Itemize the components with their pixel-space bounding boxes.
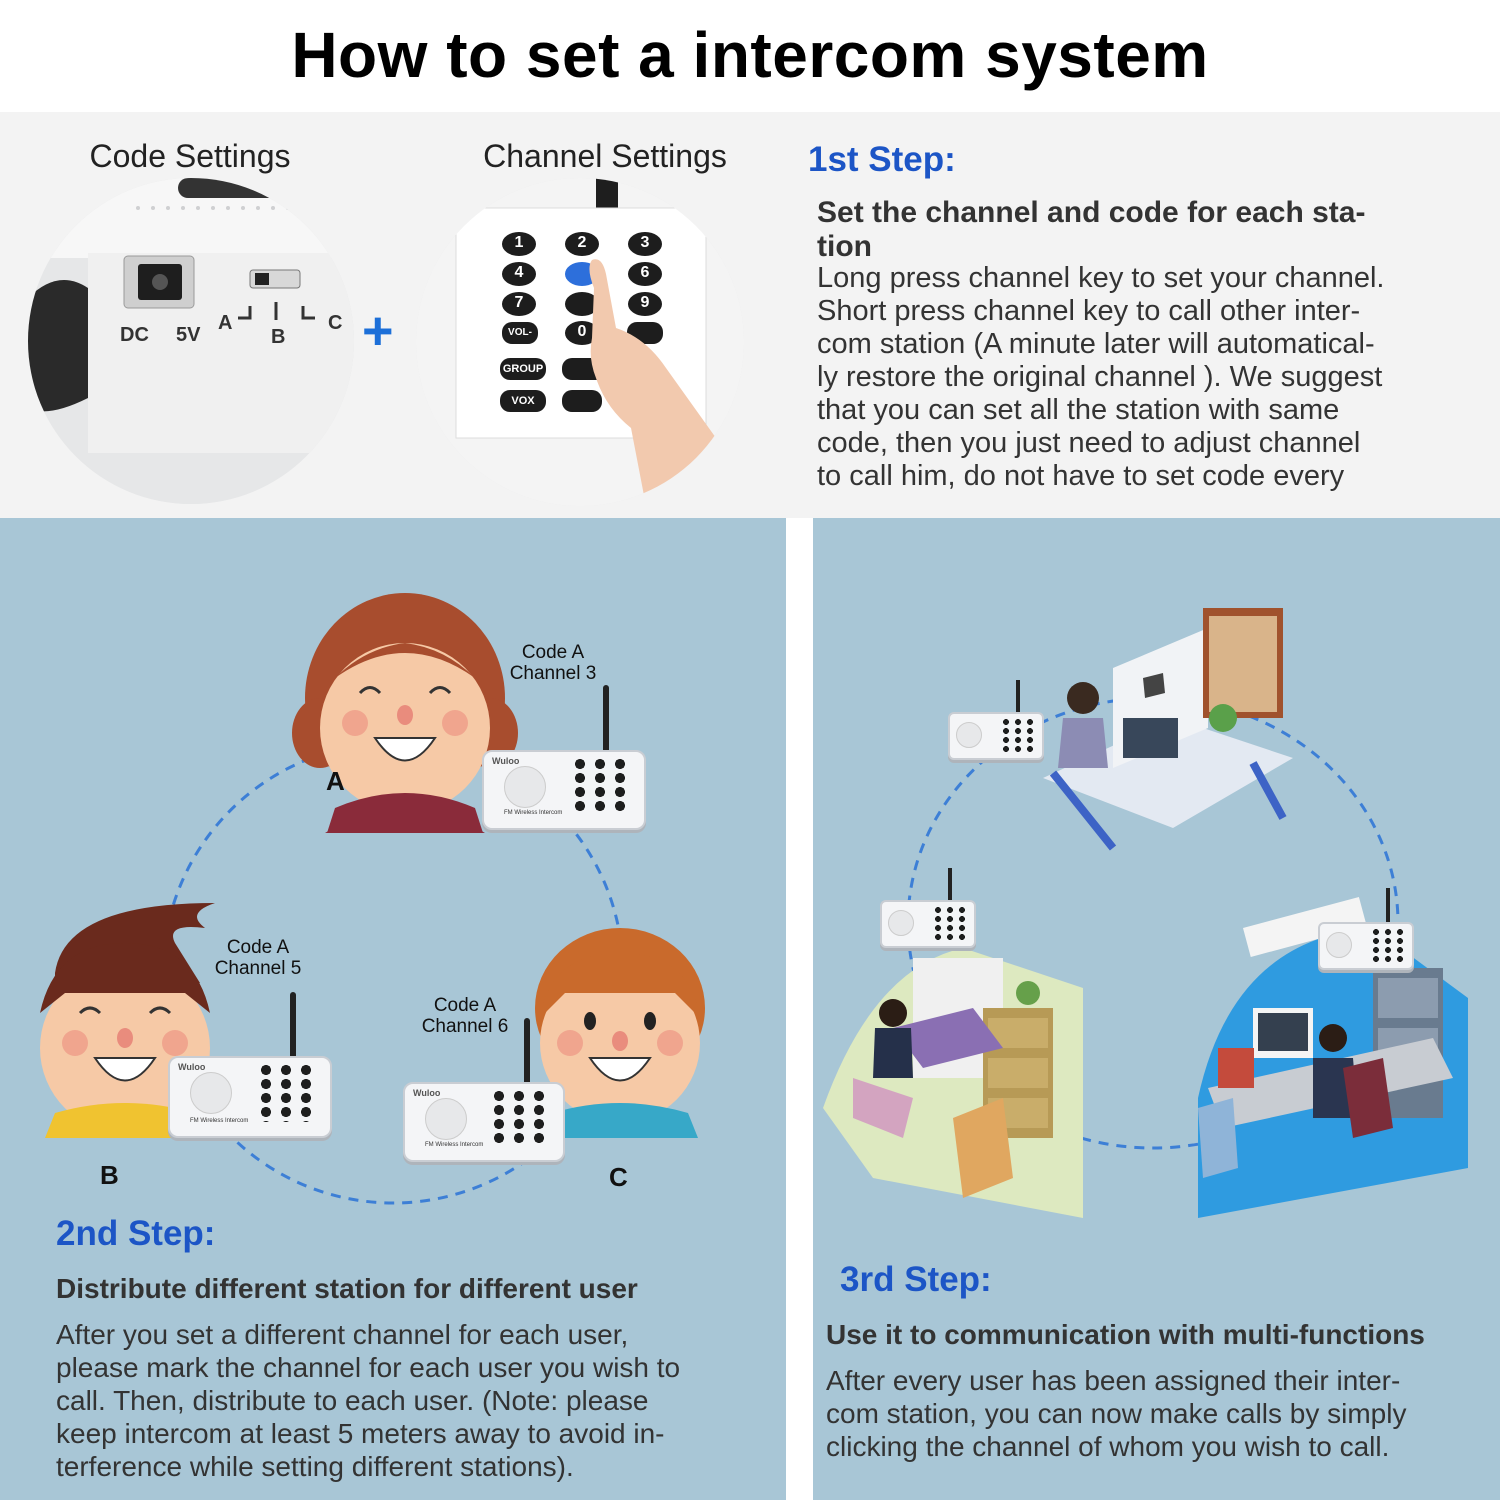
antenna-right <box>1386 888 1390 930</box>
key-0: 0 <box>577 323 587 340</box>
device-brand: Wuloo <box>178 1062 206 1072</box>
port-label-5v: 5V <box>176 324 201 346</box>
speaker-grille <box>888 910 914 936</box>
key-7: 7 <box>514 294 524 311</box>
user-a-letter: A <box>326 766 345 796</box>
antenna-b <box>290 992 296 1062</box>
device-brand: Wuloo <box>492 756 520 766</box>
keypad <box>574 758 634 814</box>
channel-settings-photo: 1 2 3 4 6 7 9 VOL- 0 GROUP VOX <box>416 178 744 506</box>
channel-settings-caption: Channel Settings <box>483 138 727 174</box>
step3-subheading: Use it to communication with multi-funct… <box>826 1319 1425 1350</box>
user-a-code: Code A <box>521 642 585 663</box>
intercom-device-right <box>1318 922 1414 970</box>
intercom-device-top <box>948 712 1044 760</box>
step3-body: After every user has been assigned their… <box>826 1365 1407 1462</box>
user-b-code: Code A <box>226 937 290 958</box>
key-3: 3 <box>640 234 650 251</box>
intercom-device-left <box>880 900 976 948</box>
antenna-top <box>1016 680 1020 722</box>
step1-heading: 1st Step: <box>808 140 956 179</box>
keypad <box>260 1064 320 1122</box>
key-vol-minus: VOL- <box>508 327 532 338</box>
speaker-grille <box>504 766 546 808</box>
antenna-left <box>948 868 952 910</box>
step1-body: Long press channel key to set your chann… <box>817 262 1385 492</box>
intercom-device-b: Wuloo FM Wireless Intercom <box>168 1056 332 1138</box>
step2-illustration <box>40 593 705 1205</box>
page-title: How to set a intercom system <box>291 19 1209 91</box>
keypad <box>493 1090 553 1146</box>
code-settings-photo: DC 5V A B C <box>28 178 354 504</box>
key-vox: VOX <box>511 395 535 407</box>
user-a-channel: Channel 3 <box>509 663 597 684</box>
device-model: FM Wireless Intercom <box>190 1118 249 1124</box>
switch-label-c: C <box>328 312 343 334</box>
user-b-channel: Channel 5 <box>214 958 302 979</box>
code-settings-caption: Code Settings <box>89 138 291 174</box>
speaker-grille <box>425 1098 467 1140</box>
device-model: FM Wireless Intercom <box>504 810 563 816</box>
device-model: FM Wireless Intercom <box>425 1142 484 1148</box>
step2-heading: 2nd Step: <box>56 1214 216 1253</box>
key-1: 1 <box>514 234 524 251</box>
keypad <box>934 906 970 940</box>
switch-label-b: B <box>271 326 286 348</box>
intercom-device-c: Wuloo FM Wireless Intercom <box>403 1082 565 1162</box>
intercom-device-a: Wuloo FM Wireless Intercom <box>482 750 646 830</box>
user-c-code: Code A <box>433 995 497 1016</box>
key-2: 2 <box>577 234 587 251</box>
device-brand: Wuloo <box>413 1088 441 1098</box>
keypad <box>1002 718 1038 752</box>
user-c-channel: Channel 6 <box>421 1016 509 1037</box>
speaker-grille <box>1326 932 1352 958</box>
speaker-grille <box>956 722 982 748</box>
key-9: 9 <box>640 294 650 311</box>
speaker-grille <box>190 1072 232 1114</box>
switch-label-a: A <box>218 312 233 334</box>
step3-illustration <box>823 608 1468 1218</box>
user-b-letter: B <box>100 1160 119 1190</box>
key-4: 4 <box>514 264 524 281</box>
plus-sign: + <box>362 301 394 361</box>
antenna-c <box>524 1018 530 1086</box>
user-c-letter: C <box>609 1162 628 1192</box>
key-group: GROUP <box>502 363 544 375</box>
key-6: 6 <box>640 264 650 281</box>
step1-subheading: Set the channel and code for each sta- t… <box>817 196 1366 263</box>
step2-body: After you set a different channel for ea… <box>56 1319 681 1482</box>
keypad <box>1372 928 1408 962</box>
port-label-dc: DC <box>120 324 149 346</box>
step3-heading: 3rd Step: <box>840 1260 992 1299</box>
antenna-a <box>603 685 609 755</box>
step2-subheading: Distribute different station for differe… <box>56 1273 638 1304</box>
